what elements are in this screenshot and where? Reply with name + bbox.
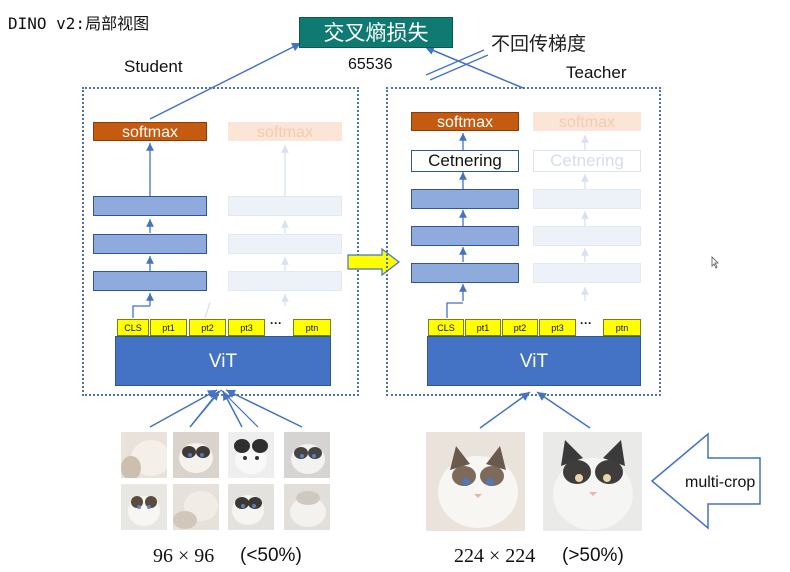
global-view-image-2 — [543, 432, 642, 531]
local-crop-image-7 — [228, 484, 274, 530]
teacher-head-layer-2 — [411, 226, 519, 246]
local-crop-image-4 — [284, 432, 330, 478]
teacher-label: Teacher — [566, 63, 627, 82]
local-crop-size-caption: 96 × 96 — [153, 545, 215, 567]
teacher-head-layer-3 — [411, 263, 519, 283]
student-head-layer-faded-2 — [228, 234, 342, 254]
student-head-layer-faded-3 — [228, 271, 342, 291]
student-to-loss-line — [149, 42, 302, 120]
multicrop-label: multi-crop — [685, 474, 756, 491]
student-softmax: softmax — [93, 122, 207, 141]
teacher-token-cls: CLS — [428, 319, 464, 336]
student-token-ptn: ptn — [293, 319, 331, 336]
student-token-pt3: pt3 — [228, 319, 265, 336]
slide-title: DINO v2:局部视图 — [8, 14, 150, 33]
no-gradient-label: 不回传梯度 — [491, 34, 587, 55]
local-crop-image-1 — [121, 432, 167, 478]
teacher-token-pt2: pt2 — [502, 319, 538, 336]
stop-grad-mark-1 — [429, 54, 489, 81]
teacher-head-layer-faded-3 — [533, 263, 641, 283]
student-head-layer-3 — [93, 271, 207, 291]
global-view-image-1 — [426, 432, 525, 531]
local-crop-image-2 — [173, 432, 219, 478]
teacher-centering-faded: Cetnering — [533, 150, 641, 172]
teacher-to-loss-line — [424, 46, 524, 89]
student-vit-backbone: ViT — [115, 336, 331, 386]
teacher-softmax: softmax — [411, 112, 519, 131]
teacher-softmax-faded: softmax — [533, 112, 641, 131]
teacher-token-ellipsis: ··· — [580, 316, 592, 330]
student-softmax-faded: softmax — [228, 122, 342, 141]
teacher-head-layer-faded-2 — [533, 226, 641, 246]
student-head-layer-2 — [93, 234, 207, 254]
student-token-pt2: pt2 — [189, 319, 226, 336]
student-label: Student — [124, 57, 183, 76]
batch-size-label: 65536 — [348, 56, 393, 73]
stop-grad-mark-2 — [425, 49, 485, 76]
cross-entropy-loss-box: 交叉熵损失 — [299, 17, 453, 48]
local-crop-image-3 — [228, 432, 274, 478]
left-arrow-icon — [650, 432, 761, 530]
student-frame — [82, 87, 359, 396]
local-crop-ratio-caption: (<50%) — [240, 545, 302, 566]
teacher-head-layer-faded-1 — [533, 189, 641, 209]
teacher-token-ptn: ptn — [603, 319, 641, 336]
student-token-pt1: pt1 — [150, 319, 187, 336]
student-token-cls: CLS — [117, 319, 149, 336]
local-crop-image-5 — [121, 484, 167, 530]
student-head-layer-1 — [93, 196, 207, 216]
student-head-layer-faded-1 — [228, 196, 342, 216]
local-crop-image-8 — [284, 484, 330, 530]
global-view-size-caption: 224 × 224 — [454, 545, 536, 567]
teacher-vit-backbone: ViT — [427, 336, 641, 386]
teacher-token-pt3: pt3 — [539, 319, 576, 336]
local-crop-image-6 — [173, 484, 219, 530]
teacher-head-layer-1 — [411, 189, 519, 209]
teacher-frame — [386, 87, 661, 396]
teacher-token-pt1: pt1 — [465, 319, 501, 336]
teacher-centering: Cetnering — [411, 150, 519, 172]
global-view-ratio-caption: (>50%) — [562, 545, 624, 566]
student-token-ellipsis: ··· — [270, 316, 282, 330]
